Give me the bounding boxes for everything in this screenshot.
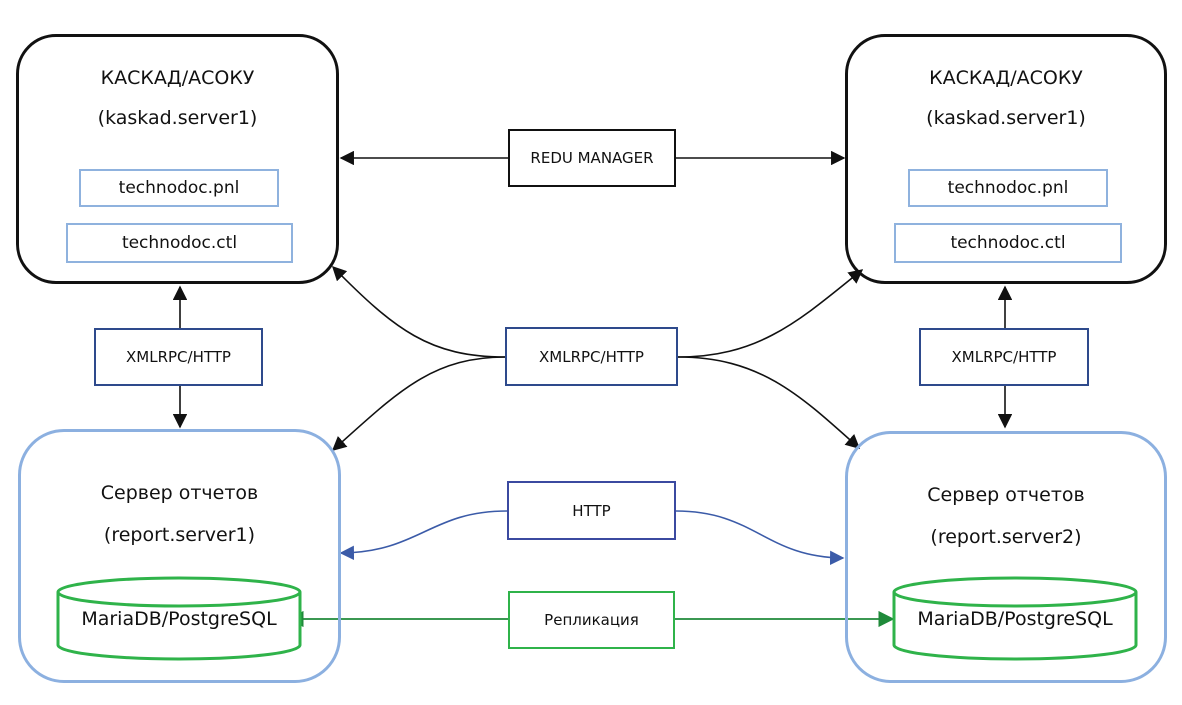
right-report-host: (report.server2) (930, 526, 1082, 548)
right-report-server: Сервер отчетов (report.server2) (845, 431, 1167, 683)
left-server-host: (kaskad.server1) (97, 107, 258, 129)
left-database-label: MariaDB/PostgreSQL (81, 608, 277, 630)
left-report-title: Сервер отчетов (100, 482, 259, 504)
http-label: HTTP (507, 481, 676, 540)
left-kaskad-server: КАСКАД/АСОКУ (kaskad.server1) technodoc.… (16, 34, 339, 284)
http-line-right (675, 510, 845, 566)
left-server-title: КАСКАД/АСОКУ (100, 67, 255, 89)
left-file-pnl: technodoc.pnl (79, 169, 279, 207)
right-kaskad-server: КАСКАД/АСОКУ (kaskad.server1) technodoc.… (845, 34, 1167, 284)
right-file-ctl: technodoc.ctl (894, 223, 1122, 263)
right-server-title: КАСКАД/АСОКУ (929, 67, 1083, 89)
left-report-host: (report.server1) (103, 524, 256, 546)
xmlrpc-right-label: XMLRPC/HTTP (919, 328, 1089, 386)
right-server-host: (kaskad.server1) (926, 107, 1086, 129)
replication-label: Репликация (508, 591, 675, 649)
left-report-server: Сервер отчетов (report.server1) (18, 429, 341, 683)
xmlrpc-center-label: XMLRPC/HTTP (505, 327, 678, 386)
left-file-ctl: technodoc.ctl (66, 223, 293, 263)
right-report-title: Сервер отчетов (927, 484, 1085, 506)
redu-manager-label: REDU MANAGER (508, 129, 676, 187)
xmlrpc-center-to-right-report (677, 356, 861, 449)
right-database-label: MariaDB/PostgreSQL (917, 608, 1113, 630)
right-file-pnl: technodoc.pnl (908, 169, 1108, 207)
xmlrpc-center-to-left-server (331, 265, 506, 358)
xmlrpc-left-label: XMLRPC/HTTP (94, 328, 263, 386)
http-line-left (339, 510, 508, 561)
xmlrpc-center-to-left-report (331, 356, 506, 451)
xmlrpc-center-to-right-server (677, 269, 864, 358)
